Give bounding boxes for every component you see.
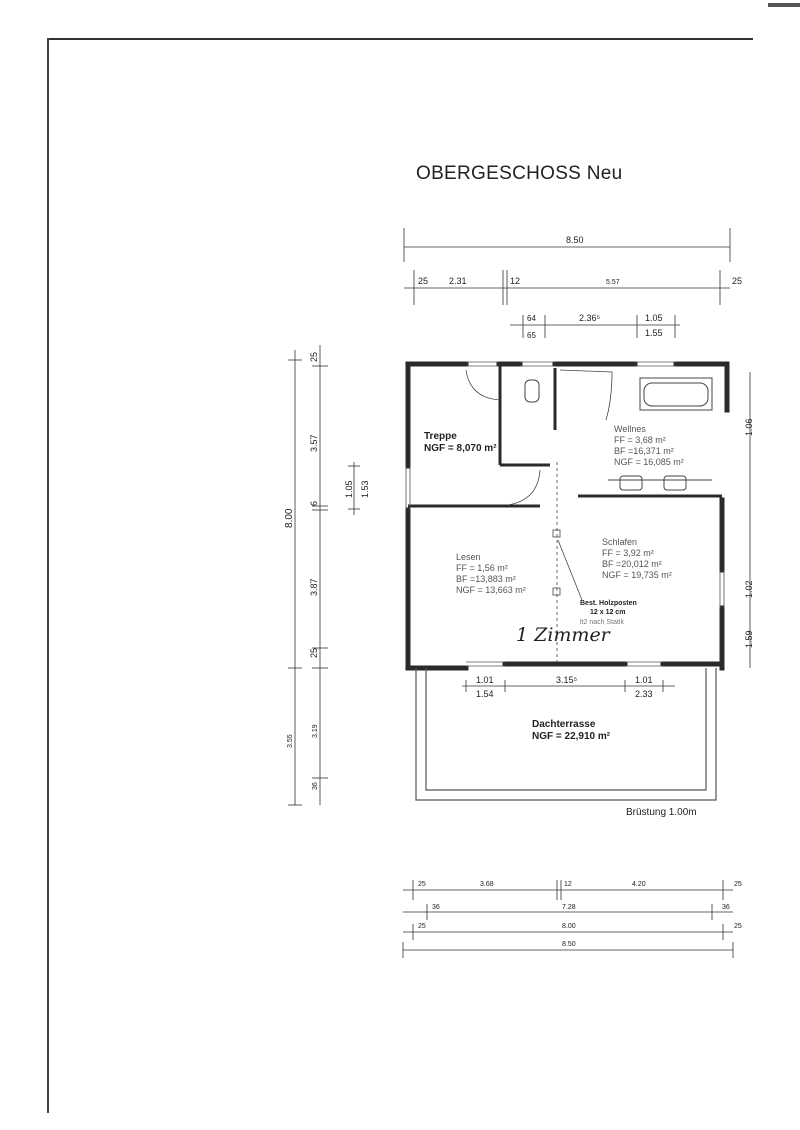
- bottom-dim-row2-1: 36: [432, 904, 440, 911]
- page-frame-left: [47, 38, 49, 1113]
- post-note-line2: 12 x 12 cm: [590, 609, 625, 616]
- room-name: Dachterrasse: [532, 719, 596, 730]
- bottom-dim-row1-2: 3.68: [480, 881, 494, 888]
- top-dim-row2-2: 2.31: [449, 276, 467, 286]
- scan-corner-mark: [768, 3, 800, 7]
- room-wellnes: Wellnes FF = 3,68 m² BF =16,371 m² NGF =…: [614, 424, 684, 467]
- right-dim-3: 1.59: [744, 630, 754, 648]
- left-dim-terrace-3: 36: [312, 782, 319, 790]
- window-dim-right-top: 1.01: [635, 675, 653, 685]
- left-dimensions: [288, 345, 360, 806]
- left-dim-terrace-2: 3.19: [312, 724, 319, 738]
- left-dim-seg-4: 3.87: [309, 578, 319, 596]
- room-ff: FF = 3,68 m²: [614, 435, 666, 445]
- window-dim-left-bottom: 1.54: [476, 689, 494, 699]
- exterior-walls: [405, 361, 730, 671]
- room-bf: BF =20,012 m²: [602, 559, 662, 569]
- top-dim-row3-4: 1.05: [645, 313, 663, 323]
- room-ngf: NGF = 16,085 m²: [614, 457, 684, 467]
- window-dim-middle: 3.15⁵: [556, 675, 578, 685]
- room-name: Schlafen: [602, 537, 637, 547]
- room-lesen: Lesen FF = 1,56 m² BF =13,883 m² NGF = 1…: [456, 552, 526, 595]
- room-treppe: Treppe NGF = 8,070 m²: [424, 431, 497, 454]
- bottom-dim-row3-2: 8.00: [562, 923, 576, 930]
- terrace-outline: [415, 668, 717, 801]
- plan-title: OBERGESCHOSS Neu: [416, 163, 623, 184]
- bruestung-label: Brüstung 1.00m: [626, 807, 697, 818]
- room-ngf: NGF = 13,663 m²: [456, 585, 526, 595]
- top-dim-row2-1: 25: [418, 276, 428, 286]
- bottom-dim-row3-3: 25: [734, 923, 742, 930]
- left-dim-window-2: 1.53: [360, 480, 370, 498]
- window-dim-right-bottom: 2.33: [635, 689, 653, 699]
- doors: [465, 369, 613, 506]
- post-note-line3: lt2 nach Statik: [580, 619, 624, 626]
- room-bf: BF =13,883 m²: [456, 574, 516, 584]
- windows: [405, 361, 725, 667]
- room-ff: FF = 1,56 m²: [456, 563, 508, 573]
- right-dim-2: 1.02: [744, 580, 754, 598]
- left-dim-terrace-1: 3.55: [287, 734, 294, 748]
- room-name: Wellnes: [614, 424, 646, 434]
- left-dim-seg-3: 6: [309, 501, 319, 506]
- wooden-post: [552, 462, 583, 662]
- handwritten-note: 1 Zimmer: [516, 624, 612, 646]
- room-schlafen: Schlafen FF = 3,92 m² BF =20,012 m² NGF …: [602, 537, 672, 580]
- left-dim-seg-1: 25: [309, 352, 319, 362]
- room-ff: FF = 3,92 m²: [602, 548, 654, 558]
- bottom-dim-row4: 8.50: [562, 941, 576, 948]
- top-dim-total: 8.50: [566, 235, 584, 245]
- room-name: Lesen: [456, 552, 481, 562]
- left-dim-total: 8.00: [284, 508, 295, 528]
- room-ngf: NGF = 8,070 m²: [424, 443, 497, 454]
- right-dim-1: 1.06: [744, 418, 754, 436]
- bottom-dimensions: [402, 880, 734, 958]
- left-dim-seg-2: 3.57: [309, 434, 319, 452]
- top-dim-row3-5: 1.55: [645, 328, 663, 338]
- top-dim-row2-4: 5.57: [606, 279, 620, 286]
- top-dim-row2-5: 25: [732, 276, 742, 286]
- bottom-dim-row3-1: 25: [418, 923, 426, 930]
- left-dim-seg-5: 25: [309, 648, 319, 658]
- bottom-dim-row1-1: 25: [418, 881, 426, 888]
- top-dim-row2-3: 12: [510, 276, 520, 286]
- room-ngf: NGF = 19,735 m²: [602, 570, 672, 580]
- window-dim-left-top: 1.01: [476, 675, 494, 685]
- bottom-dim-row1-4: 4.20: [632, 881, 646, 888]
- post-note-line1: Best. Holzposten: [580, 600, 637, 607]
- post-note: Best. Holzposten 12 x 12 cm lt2 nach Sta…: [580, 600, 637, 626]
- bottom-dim-row2-2: 7.28: [562, 904, 576, 911]
- page-frame-top: [48, 38, 753, 40]
- bottom-dim-row1-5: 25: [734, 881, 742, 888]
- left-dim-window-1: 1.05: [344, 480, 354, 498]
- window-dimensions: [462, 680, 675, 692]
- room-bf: BF =16,371 m²: [614, 446, 674, 456]
- top-dim-row3-3: 2.36⁵: [579, 313, 601, 323]
- top-dimensions: [403, 228, 731, 338]
- bottom-dim-row1-3: 12: [564, 881, 572, 888]
- room-name: Treppe: [424, 431, 457, 442]
- top-dim-row3-2: 65: [527, 331, 536, 340]
- bathroom-fixtures: [524, 377, 713, 491]
- room-ngf: NGF = 22,910 m²: [532, 731, 611, 742]
- room-dachterrasse: Dachterrasse NGF = 22,910 m²: [532, 719, 611, 742]
- bottom-dim-row2-3: 36: [722, 904, 730, 911]
- interior-walls: [408, 364, 722, 508]
- top-dim-row3-1: 64: [527, 314, 536, 323]
